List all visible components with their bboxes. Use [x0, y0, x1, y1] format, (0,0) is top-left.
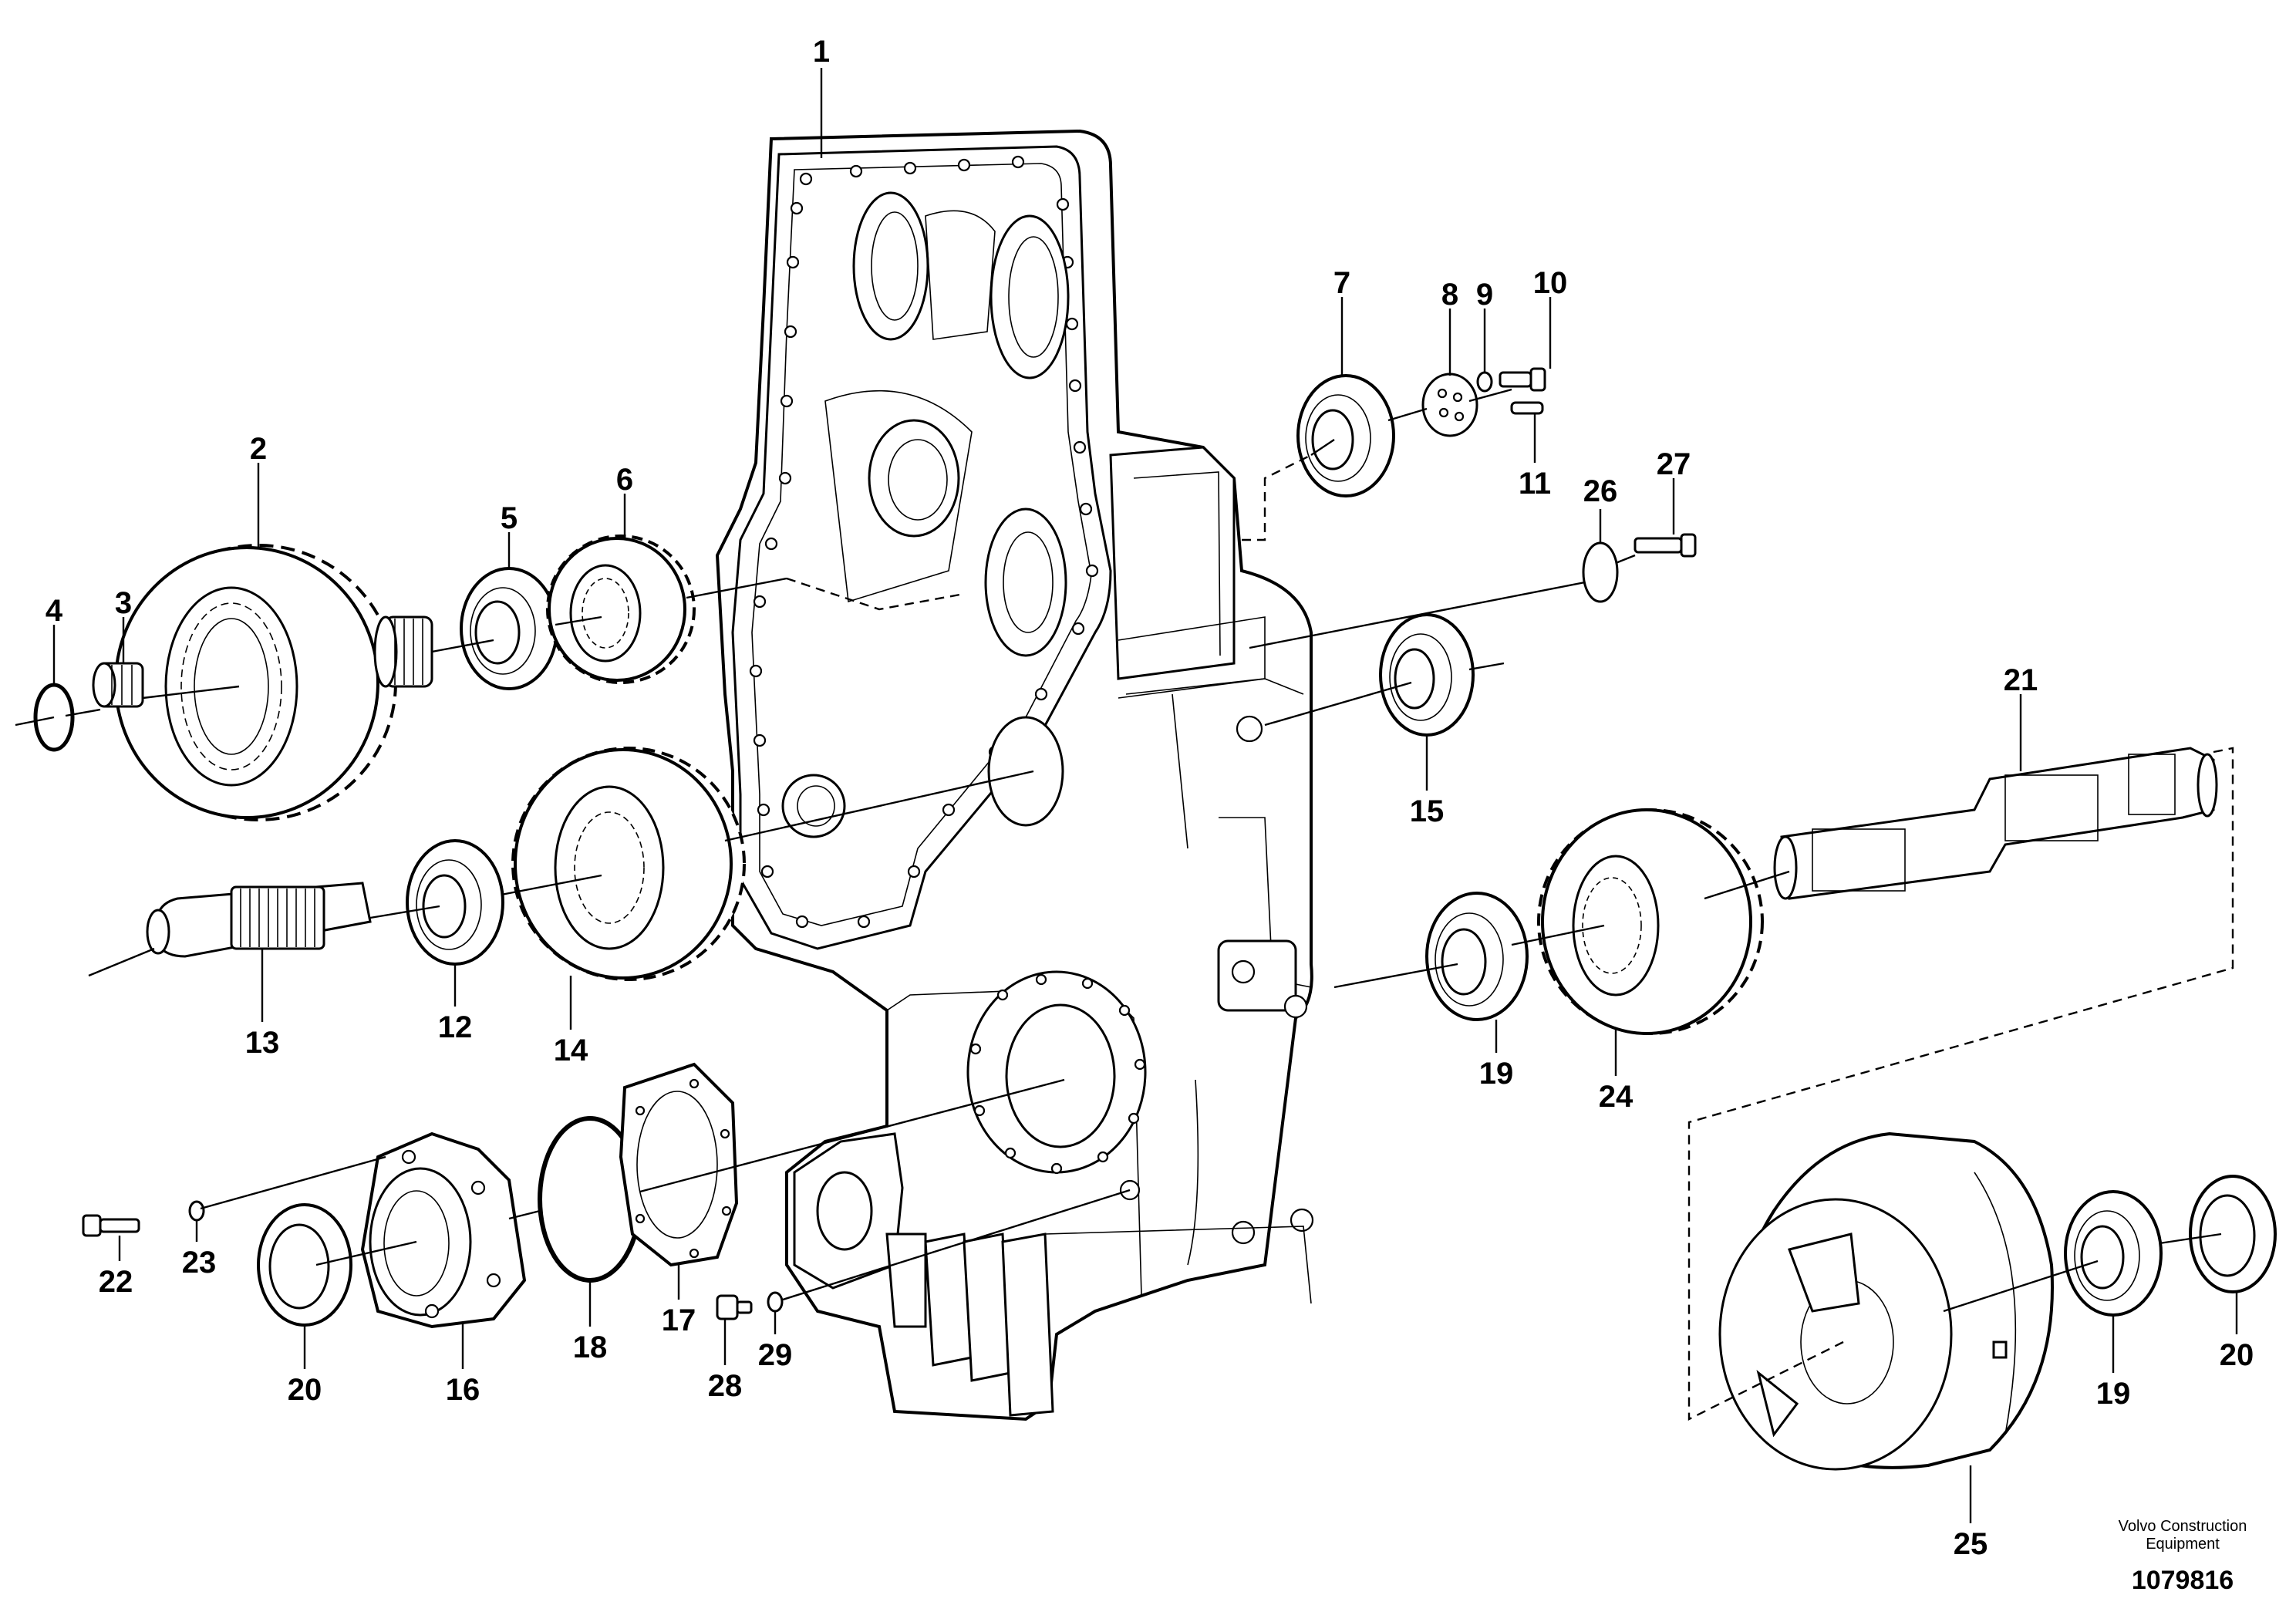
output-shaft-21: [1773, 747, 2218, 900]
callout-20-left: 20: [288, 1373, 322, 1407]
callout-24: 24: [1599, 1080, 1633, 1114]
brand-line-1: Volvo Construction: [2119, 1518, 2247, 1535]
ball-bearing-7: [1296, 374, 1395, 497]
ball-bearing-19: [1425, 892, 1529, 1021]
seal-20-right: [2189, 1175, 2277, 1293]
callout-9: 9: [1476, 278, 1493, 312]
callout-13: 13: [245, 1026, 280, 1060]
bearing-housing-16: [360, 1131, 527, 1329]
bolt-10: [1499, 367, 1546, 392]
title-block: Volvo Construction Equipment 1079816: [2119, 1518, 2247, 1595]
callout-20-right: 20: [2220, 1338, 2254, 1372]
callout-22: 22: [99, 1265, 133, 1299]
bolt-22: [82, 1214, 140, 1237]
drawing-number: 1079816: [2132, 1566, 2234, 1595]
cover-plate: [1421, 373, 1478, 437]
ball-bearing-5: [460, 567, 558, 690]
callout-16: 16: [446, 1373, 480, 1407]
pin-11: [1510, 401, 1544, 415]
plug-28: [716, 1294, 753, 1320]
callout-17: 17: [662, 1303, 696, 1337]
hub-assembly-25: [1718, 1131, 2054, 1471]
gasket-17: [619, 1062, 739, 1267]
seal-20-left: [257, 1203, 352, 1327]
brand-line-2: Equipment: [2146, 1536, 2220, 1553]
output-bore-holes: [969, 973, 1146, 1175]
ball-bearing-19-right: [2064, 1190, 2163, 1317]
assembly-lines: [15, 388, 2234, 1421]
needle-bearing: [92, 662, 144, 708]
callout-19-right: 19: [2096, 1377, 2131, 1411]
callout-7: 7: [1333, 266, 1350, 300]
callout-14: 14: [554, 1034, 588, 1067]
callout-10: 10: [1533, 266, 1568, 300]
washer-9: [1476, 371, 1493, 393]
callout-21: 21: [2004, 663, 2038, 697]
callout-3: 3: [115, 586, 132, 620]
callout-4: 4: [46, 594, 63, 628]
callout-19-middle: 19: [1479, 1057, 1514, 1091]
callout-11: 11: [1519, 467, 1551, 501]
gear-small: [546, 534, 696, 684]
seal-ring-29: [767, 1291, 784, 1313]
callout-12: 12: [438, 1010, 473, 1044]
callout-15: 15: [1410, 794, 1445, 828]
gear-large: [114, 544, 397, 821]
gear-24: [1537, 808, 1764, 1035]
bolt-27: [1633, 533, 1697, 558]
shaft-13: [146, 882, 372, 958]
callout-25: 25: [1954, 1527, 1988, 1561]
washer-26: [1582, 541, 1619, 603]
callout-labels: 1 2 3 4 5 6 7 8 9 10 11 12 13 14 15 16 1…: [46, 35, 2254, 1561]
washer-23: [188, 1200, 205, 1222]
callout-5: 5: [501, 501, 518, 535]
ball-bearing-12: [406, 839, 504, 966]
spline-coupling: [373, 615, 433, 688]
callout-6: 6: [616, 463, 633, 497]
callout-27: 27: [1657, 447, 1691, 481]
callout-1: 1: [813, 35, 830, 69]
callout-28: 28: [708, 1369, 743, 1403]
gear-14: [511, 747, 746, 981]
leader-lines: [52, 68, 2238, 1523]
callout-2: 2: [250, 432, 267, 466]
callout-23: 23: [182, 1246, 217, 1280]
callout-18: 18: [573, 1330, 608, 1364]
ball-bearing-15: [1379, 613, 1475, 737]
callout-26: 26: [1583, 474, 1618, 508]
callout-8: 8: [1441, 278, 1458, 312]
callout-29: 29: [758, 1338, 793, 1372]
